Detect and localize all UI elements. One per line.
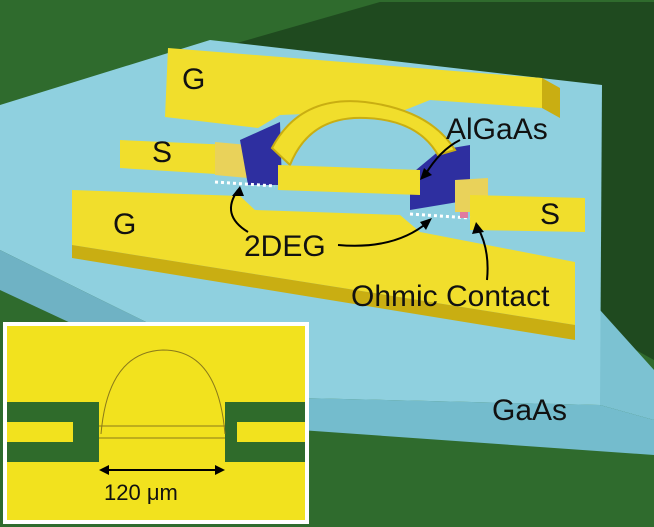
micrograph-arch bbox=[100, 349, 226, 435]
arrow-2deg-right-head bbox=[420, 218, 432, 230]
air-bridge-arch bbox=[270, 100, 457, 167]
air-bridge-base bbox=[278, 165, 420, 195]
gate-pad-top-edge bbox=[542, 78, 560, 118]
micrograph-pad-left-top bbox=[7, 402, 99, 422]
arrow-2deg-right bbox=[337, 221, 429, 247]
micrograph-pad-right-strip bbox=[225, 422, 237, 442]
micrograph-pad-left-strip bbox=[73, 422, 99, 442]
ohmic-contact-marker bbox=[460, 212, 468, 218]
label-source-left: S bbox=[152, 136, 173, 169]
two-deg-line-left bbox=[214, 180, 276, 188]
gate-pad-bottom bbox=[72, 190, 575, 325]
arrow-2deg-left-head bbox=[232, 186, 244, 196]
label-gate-bottom: G bbox=[113, 208, 137, 241]
gate-pad-bottom-edge bbox=[72, 245, 575, 340]
label-gate-top: G bbox=[182, 63, 206, 96]
gate-pad-top bbox=[165, 48, 542, 128]
source-right-pad bbox=[470, 195, 585, 232]
micrograph-field bbox=[7, 326, 305, 520]
micrograph-inset: 120 μm bbox=[3, 322, 309, 524]
arrow-algaas-head bbox=[420, 168, 432, 180]
arrow-ohmic-head bbox=[472, 222, 484, 234]
substrate-side-right bbox=[600, 310, 654, 420]
source-left-block bbox=[215, 142, 248, 178]
substrate-front bbox=[300, 398, 654, 455]
label-algaas: AlGaAs bbox=[446, 113, 548, 146]
algaas-left bbox=[240, 122, 282, 185]
arrow-algaas bbox=[424, 139, 461, 176]
scale-bar-head-right bbox=[215, 465, 225, 475]
scale-bar-head-left bbox=[99, 465, 109, 475]
micrograph-pad-right-bottom bbox=[225, 442, 305, 462]
micrograph-pad-right-top bbox=[225, 402, 305, 422]
label-source-right: S bbox=[540, 198, 561, 231]
label-2deg: 2DEG bbox=[244, 230, 326, 263]
source-left-pad bbox=[120, 140, 232, 175]
micrograph-pad-left-bottom bbox=[7, 442, 99, 462]
micrograph-image bbox=[7, 326, 305, 520]
scale-bar-label: 120 μm bbox=[104, 480, 178, 505]
label-ohmic-contact: Ohmic Contact bbox=[351, 280, 550, 313]
label-substrate: GaAs bbox=[492, 394, 568, 427]
